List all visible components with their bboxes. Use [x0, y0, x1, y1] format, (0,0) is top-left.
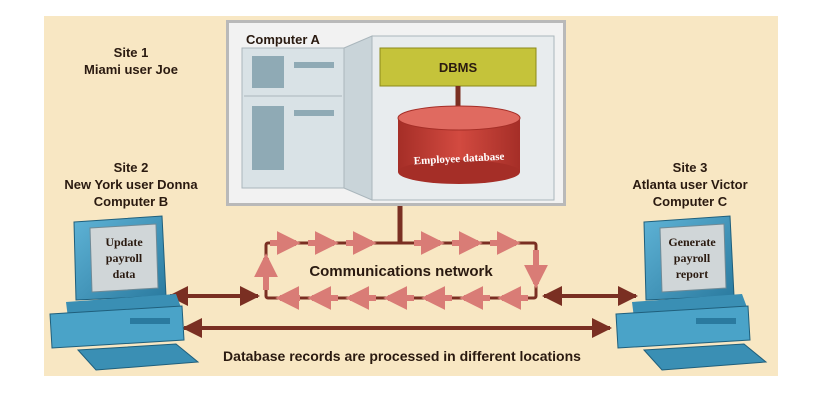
network-label: Communications network [309, 263, 493, 280]
site3-subtitle: Atlanta user Victor [632, 177, 747, 192]
computer-c-screen-line-1: Generate [668, 235, 716, 249]
employee-database-icon [397, 105, 521, 184]
computer-a: Computer A DBMS Employee database [226, 20, 566, 206]
computer-b-icon [49, 215, 200, 371]
computer-b-screen-line-1: Update [105, 235, 143, 249]
site1-title: Site 1 [114, 45, 149, 60]
computer-c-screen-line-2: payroll [674, 251, 711, 265]
site3-title: Site 3 [673, 160, 708, 175]
computer-b-screen-line-3: data [113, 267, 136, 281]
communications-network: Communications network [254, 231, 548, 310]
computer-c-icon [615, 215, 768, 371]
site3-computer: Computer C [653, 194, 728, 209]
employee-database-label: Employee database [413, 151, 504, 168]
dbms-label: DBMS [439, 60, 478, 75]
drive-bay-icon [252, 56, 284, 88]
computer-a-label: Computer A [246, 32, 321, 47]
caption: Database records are processed in differ… [223, 348, 581, 364]
drive-bay-icon [252, 106, 284, 170]
site1-subtitle: Miami user Joe [84, 62, 178, 77]
site2-subtitle: New York user Donna [64, 177, 198, 192]
site2-title: Site 2 [114, 160, 149, 175]
site2-computer: Computer B [94, 194, 168, 209]
computer-b-screen-line-2: payroll [106, 251, 143, 265]
computer-c-screen-line-3: report [676, 267, 708, 281]
